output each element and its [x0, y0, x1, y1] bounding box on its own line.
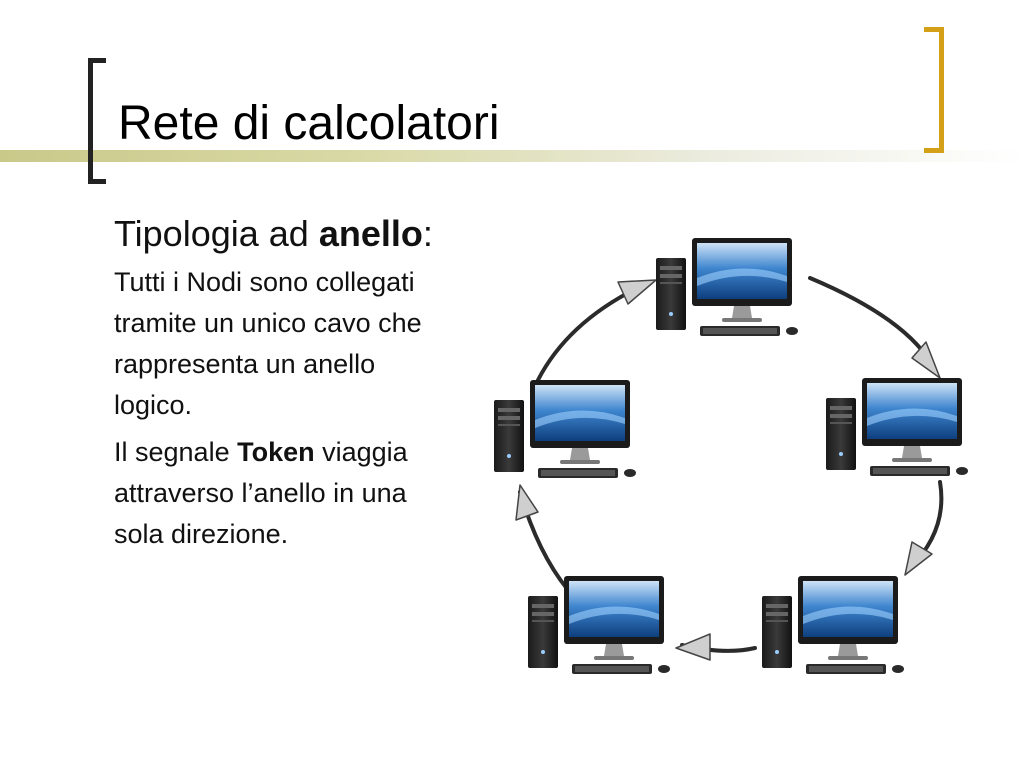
- ring-network-diagram: [494, 238, 968, 674]
- token-bold: Token: [237, 437, 315, 467]
- computer-node-top: [656, 238, 798, 336]
- heading-bold: anello: [318, 213, 423, 254]
- arrowhead-1: [911, 341, 941, 379]
- arrowhead-5: [617, 279, 657, 305]
- left-bracket-decoration: [88, 58, 106, 184]
- computer-node-right: [826, 378, 968, 476]
- content-area: Tipologia ad anello: Tutti i Nodi sono c…: [114, 210, 454, 561]
- computer-node-left: [494, 380, 636, 478]
- heading-prefix: Tipologia ad: [114, 213, 319, 254]
- title-band: [0, 150, 1024, 162]
- heading-suffix: :: [422, 213, 433, 254]
- token-suffix: viaggia attraverso l’anello in una sola …: [114, 437, 408, 549]
- arrowhead-2: [904, 541, 933, 576]
- computer-node-bottom-right: [762, 576, 904, 674]
- arrowhead-4: [515, 484, 539, 521]
- slide-title: Rete di calcolatori: [118, 97, 500, 150]
- description-paragraph: Tutti i Nodi sono collegati tramite un u…: [114, 267, 422, 420]
- token-prefix: Il segnale: [114, 437, 238, 467]
- right-bracket-decoration: [924, 27, 944, 153]
- computer-node-bottom-left: [528, 576, 670, 674]
- token-paragraph: Il segnale Token viaggia attraverso l’an…: [114, 432, 454, 555]
- arrowhead-3: [675, 633, 711, 661]
- topology-heading: Tipologia ad anello:: [114, 210, 454, 258]
